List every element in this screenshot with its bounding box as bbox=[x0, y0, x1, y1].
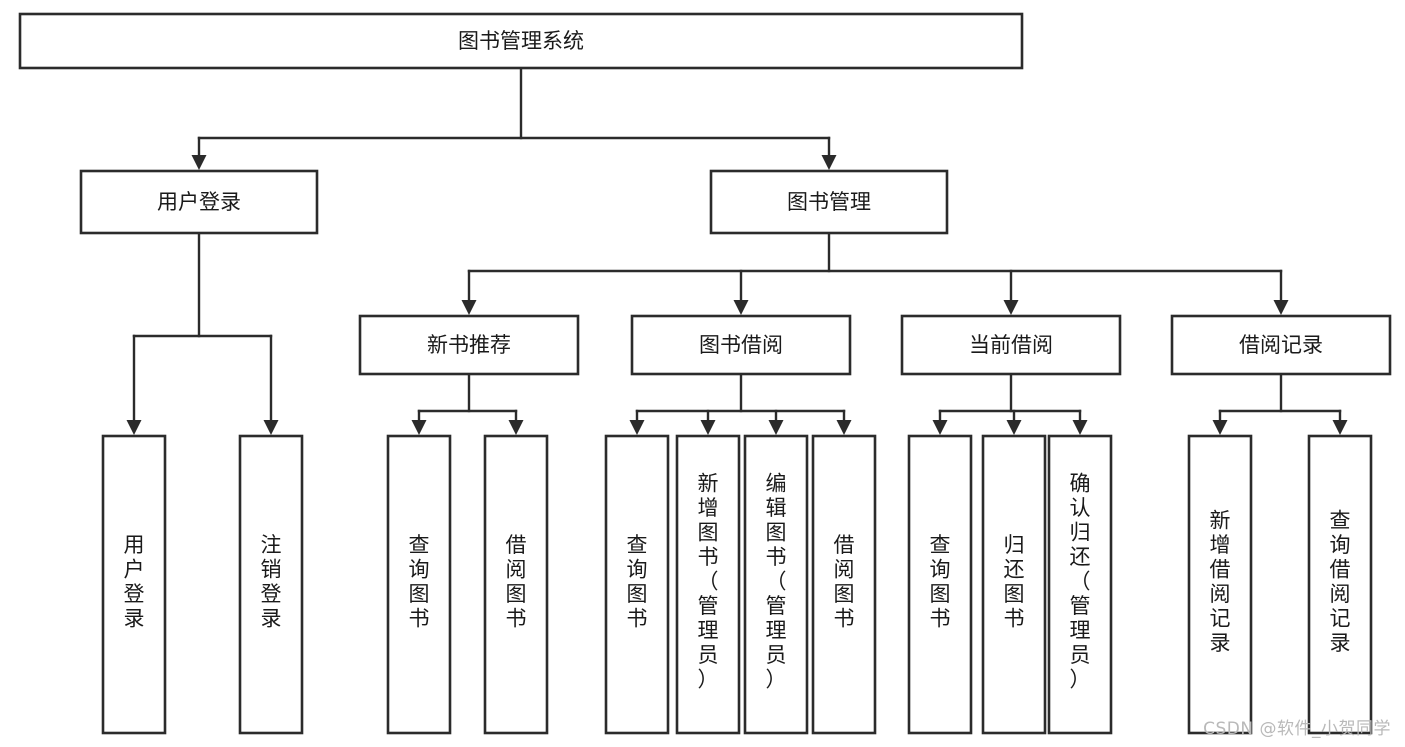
arrow-head-icon bbox=[836, 420, 852, 435]
node-leaf[interactable]: 查询图书 bbox=[604, 434, 670, 735]
node-label: 当前借阅 bbox=[969, 333, 1053, 357]
node-leaf[interactable]: 查询图书 bbox=[386, 434, 452, 735]
node-rect bbox=[981, 434, 1047, 735]
arrow-head-icon bbox=[1072, 420, 1088, 435]
node-label: 确认归还（管理员） bbox=[1070, 472, 1091, 692]
node-label: 图书借阅 bbox=[699, 333, 783, 357]
node-label: 借阅图书 bbox=[506, 533, 527, 631]
node-label: 查询图书 bbox=[930, 533, 951, 631]
arrow-head-icon bbox=[733, 300, 749, 315]
node-rect bbox=[709, 169, 949, 235]
node-rect bbox=[811, 434, 877, 735]
arrow-head-icon bbox=[1332, 420, 1348, 435]
node-leaf[interactable]: 查询借阅记录 bbox=[1307, 434, 1373, 735]
arrow-head-icon bbox=[263, 420, 279, 435]
node-leaf[interactable]: 查询图书 bbox=[907, 434, 973, 735]
node-level3[interactable]: 当前借阅 bbox=[900, 314, 1122, 376]
node-rect bbox=[358, 314, 580, 376]
connectors-layer bbox=[126, 66, 1348, 435]
node-label: 新书推荐 bbox=[427, 333, 511, 357]
node-rect bbox=[1307, 434, 1373, 735]
node-leaf[interactable]: 借阅图书 bbox=[811, 434, 877, 735]
node-rect bbox=[900, 314, 1122, 376]
node-rect bbox=[18, 12, 1024, 70]
node-label: 查询图书 bbox=[409, 533, 430, 631]
node-rect bbox=[101, 434, 167, 735]
node-leaf[interactable]: 新增借阅记录 bbox=[1187, 434, 1253, 735]
node-label: 查询图书 bbox=[627, 533, 648, 631]
arrow-head-icon bbox=[629, 420, 645, 435]
node-rect bbox=[743, 434, 809, 735]
arrow-head-icon bbox=[932, 420, 948, 435]
arrow-head-icon bbox=[508, 420, 524, 435]
arrow-head-icon bbox=[700, 420, 716, 435]
node-leaf[interactable]: 借阅图书 bbox=[483, 434, 549, 735]
node-level3[interactable]: 借阅记录 bbox=[1170, 314, 1392, 376]
node-label: 注销登录 bbox=[261, 533, 282, 631]
node-level2[interactable]: 图书管理 bbox=[709, 169, 949, 235]
node-rect bbox=[675, 434, 741, 735]
node-label: 编辑图书（管理员） bbox=[766, 472, 787, 692]
node-rect bbox=[1187, 434, 1253, 735]
node-label: 图书管理系统 bbox=[458, 29, 584, 53]
node-label: 归还图书 bbox=[1004, 533, 1025, 631]
arrow-head-icon bbox=[126, 420, 142, 435]
node-label: 新增图书（管理员） bbox=[698, 472, 719, 692]
arrow-head-icon bbox=[1212, 420, 1228, 435]
node-label: 借阅记录 bbox=[1239, 333, 1323, 357]
node-label: 图书管理 bbox=[787, 190, 871, 214]
node-leaf[interactable]: 用户登录 bbox=[101, 434, 167, 735]
node-leaf[interactable]: 确认归还（管理员） bbox=[1047, 434, 1113, 735]
node-label: 借阅图书 bbox=[834, 533, 855, 631]
node-rect bbox=[907, 434, 973, 735]
nodes-layer: 图书管理系统用户登录图书管理新书推荐图书借阅当前借阅借阅记录用户登录注销登录查询… bbox=[18, 12, 1392, 735]
node-rect bbox=[630, 314, 852, 376]
arrow-head-icon bbox=[1006, 420, 1022, 435]
arrow-head-icon bbox=[1273, 300, 1289, 315]
node-root[interactable]: 图书管理系统 bbox=[18, 12, 1024, 70]
node-leaf[interactable]: 归还图书 bbox=[981, 434, 1047, 735]
node-leaf[interactable]: 注销登录 bbox=[238, 434, 304, 735]
arrow-head-icon bbox=[1003, 300, 1019, 315]
arrow-head-icon bbox=[411, 420, 427, 435]
node-rect bbox=[386, 434, 452, 735]
node-label: 用户登录 bbox=[124, 533, 145, 631]
arrow-head-icon bbox=[461, 300, 477, 315]
arrow-head-icon bbox=[768, 420, 784, 435]
arrow-head-icon bbox=[821, 155, 837, 170]
node-level2[interactable]: 用户登录 bbox=[79, 169, 319, 235]
node-rect bbox=[1047, 434, 1113, 735]
node-leaf[interactable]: 编辑图书（管理员） bbox=[743, 434, 809, 735]
node-rect bbox=[1170, 314, 1392, 376]
node-label: 用户登录 bbox=[157, 190, 241, 214]
node-rect bbox=[238, 434, 304, 735]
node-label: 查询借阅记录 bbox=[1330, 508, 1351, 655]
node-label: 新增借阅记录 bbox=[1210, 508, 1231, 655]
node-level3[interactable]: 新书推荐 bbox=[358, 314, 580, 376]
node-rect bbox=[604, 434, 670, 735]
node-rect bbox=[483, 434, 549, 735]
node-leaf[interactable]: 新增图书（管理员） bbox=[675, 434, 741, 735]
node-level3[interactable]: 图书借阅 bbox=[630, 314, 852, 376]
node-rect bbox=[79, 169, 319, 235]
arrow-head-icon bbox=[191, 155, 207, 170]
